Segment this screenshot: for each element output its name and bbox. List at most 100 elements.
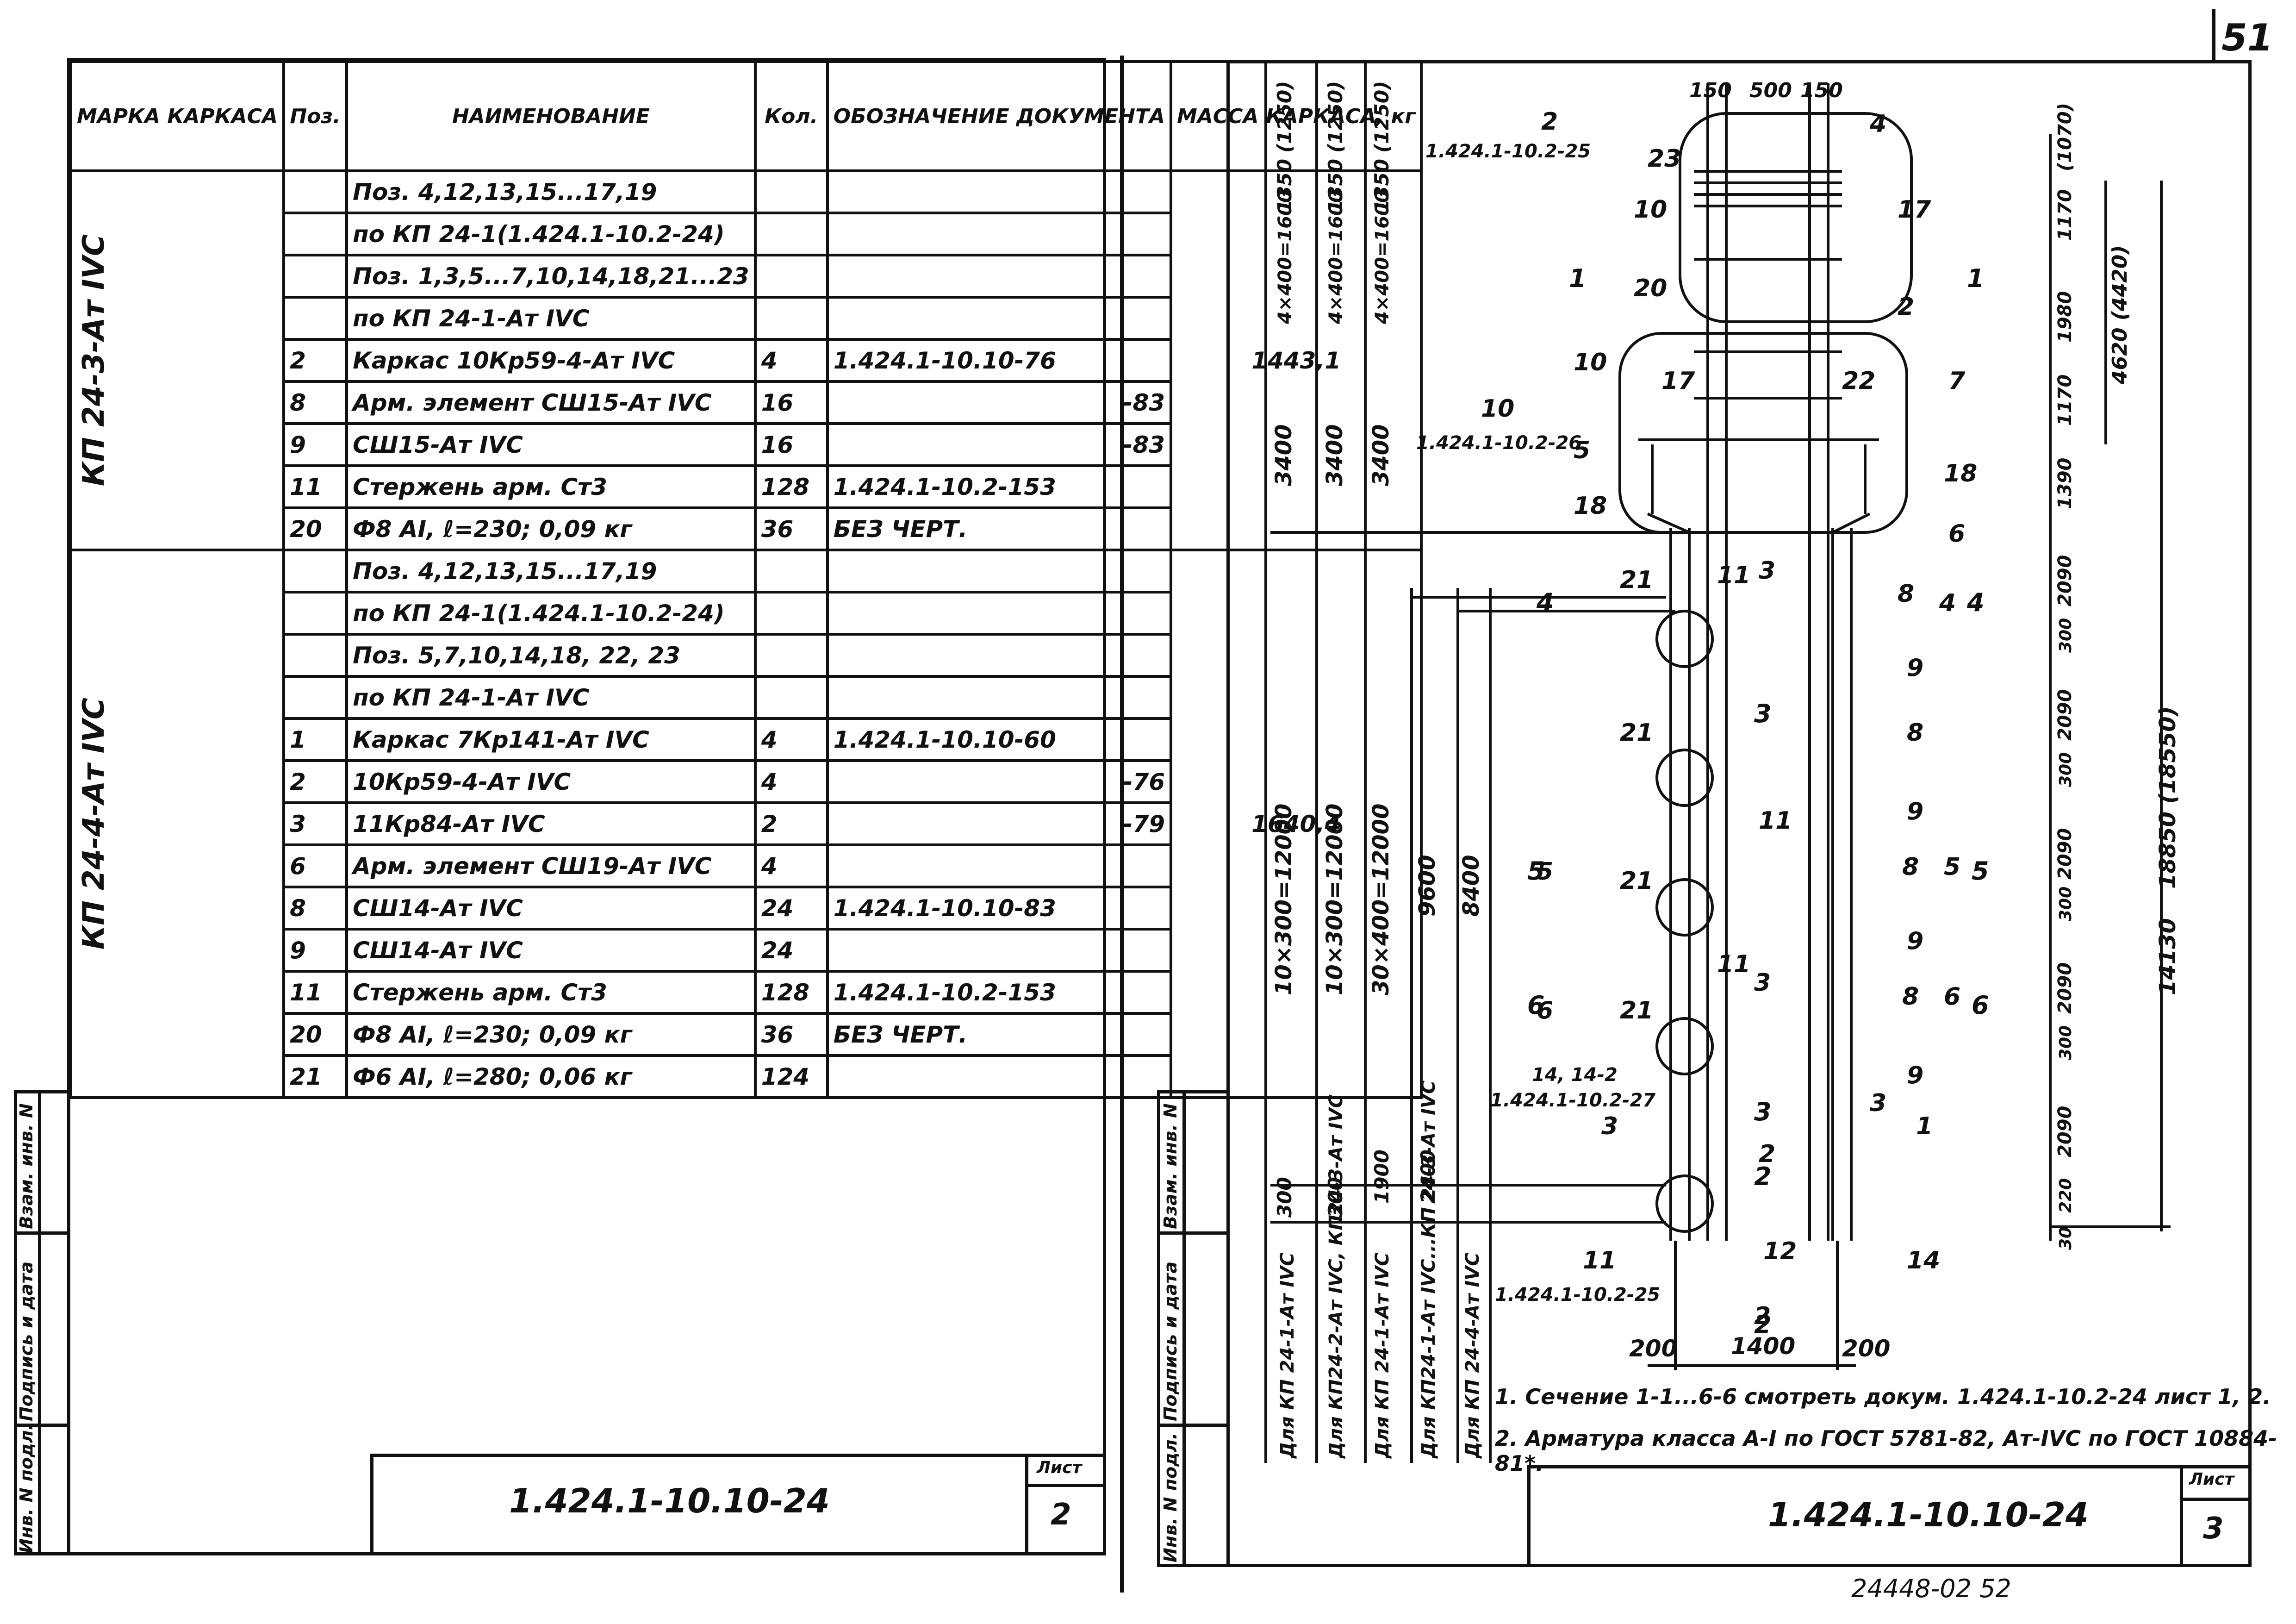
- right-dim-3: 1980: [2054, 291, 2076, 343]
- callout-14: 1.424.1-10.2-26: [1416, 432, 1581, 454]
- cell-doc: [826, 1054, 1173, 1099]
- callout-42: 9: [1907, 1062, 1923, 1089]
- cell-qty: 128: [753, 970, 829, 1015]
- cell-pos: [282, 212, 348, 256]
- section-mark-3: 4: [1536, 588, 1554, 617]
- right-title-code: 1.424.1-10.10-24: [1768, 1495, 2089, 1534]
- callout-4: 4: [1869, 110, 1886, 138]
- page-number: 51: [2221, 16, 2273, 59]
- callout-8: 2: [1898, 293, 1914, 321]
- cell-qty: 16: [753, 422, 829, 467]
- cell-pos: 9: [282, 422, 348, 467]
- header-doc: ОБОЗНАЧЕНИЕ ДОКУМЕНТА: [826, 60, 1173, 172]
- right-dim-1: (1070): [2054, 103, 2076, 171]
- right-dim-14: 2090: [2054, 1106, 2076, 1157]
- cell-doc: [826, 928, 1173, 973]
- cell-doc: 1.424.1-10.10-60: [826, 717, 1173, 762]
- top-dim-2: 500: [1749, 79, 1792, 102]
- cell-name: Ф8 AI, ℓ=230; 0,09 кг: [345, 1012, 757, 1057]
- callout-30: 21: [1620, 867, 1653, 895]
- callout-12: 7: [1948, 367, 1966, 395]
- cell-name: СШ14-Ат IVС: [345, 928, 757, 973]
- table-row: Поз. 1,3,5...7,10,14,18,21...23: [71, 254, 1421, 299]
- applicability-4: Для КП24-1-Ат IVС...КП 24-3-Ат IVС: [1418, 1081, 1439, 1459]
- cell-name: 10Кр59-4-Ат IVС: [345, 759, 757, 804]
- cell-qty: 124: [753, 1054, 829, 1099]
- cell-qty: 36: [753, 506, 829, 551]
- cell-qty: 24: [753, 886, 829, 931]
- cell-pos: 21: [282, 1054, 348, 1099]
- cell-name: по КП 24-1-Ат IVС: [345, 675, 757, 720]
- right-dim-15: 30: [2056, 1227, 2075, 1250]
- cell-doc: -83: [826, 380, 1173, 425]
- left-side-stamp: [14, 1090, 70, 1555]
- cell-name: Поз. 4,12,13,15...17,19: [345, 549, 757, 593]
- callout-33: 9: [1907, 927, 1923, 955]
- cell-qty: 16: [753, 380, 829, 425]
- cell-pos: 11: [282, 464, 348, 509]
- callout-15: 5: [1574, 437, 1590, 464]
- callout-1: 2: [1541, 108, 1558, 136]
- cell-doc: [826, 254, 1173, 299]
- cell-doc: 1.424.1-10.10-83: [826, 886, 1173, 931]
- callout-22: 8: [1898, 580, 1914, 608]
- cell-pos: 20: [282, 1012, 348, 1057]
- applicability-2: Для КП24-2-Ат IVС, КП24-3-Ат IVС: [1325, 1094, 1347, 1459]
- callout-18: 6: [1948, 520, 1965, 548]
- callout-45: 1: [1916, 1112, 1933, 1140]
- cell-doc: [826, 591, 1173, 636]
- callout-16: 18: [1574, 492, 1607, 520]
- cell-pos: [282, 296, 348, 341]
- callout-23: 4: [1939, 589, 1956, 617]
- cell-doc: [826, 843, 1173, 888]
- cell-name: по КП 24-1-Ат IVС: [345, 296, 757, 341]
- section-marks: 1 1 4 4 5 5 6 6 3 3 2 2: [1527, 264, 1989, 1339]
- cell-pos: 9: [282, 928, 348, 973]
- bottom-dim-2: 1400: [1731, 1333, 1795, 1360]
- right-dim-8: 2090: [2054, 689, 2076, 741]
- cell-pos: [282, 675, 348, 720]
- cell-name: Стержень арм. Ст3: [345, 464, 757, 509]
- section-mark-11: 2: [1754, 1162, 1772, 1191]
- note-1: 1. Сечение 1-1...6-6 смотреть докум. 1.4…: [1495, 1384, 2271, 1409]
- table-row: по КП 24-1-Ат IVС: [71, 675, 1421, 720]
- callout-40: 14, 14-2: [1532, 1064, 1618, 1086]
- cell-doc: -79: [826, 801, 1173, 846]
- bottom-dim-1: 200: [1629, 1335, 1677, 1362]
- callout-10: 17: [1661, 367, 1695, 395]
- left-dim-c1-5: 10×300=12000: [1271, 804, 1297, 995]
- callout-11: 22: [1842, 367, 1875, 395]
- right-dim-4: 1170: [2054, 375, 2076, 426]
- left-dim-c2-5: 10×300=12000: [1322, 804, 1348, 995]
- cell-qty: 4: [753, 717, 829, 762]
- cell-name: Ф8 AI, ℓ=230; 0,09 кг: [345, 506, 757, 551]
- callout-34: 6: [1537, 997, 1553, 1024]
- left-dim-c3-5: 30×400=12000: [1368, 804, 1394, 995]
- cell-doc: [826, 296, 1173, 341]
- cell-doc: -76: [826, 759, 1173, 804]
- left-dim-c1-6: 300: [1273, 1177, 1296, 1218]
- cell-doc: [826, 675, 1173, 720]
- callout-50: 2: [1754, 1302, 1771, 1330]
- top-dim-1: 150: [1689, 79, 1732, 102]
- callout-43: 3: [1601, 1112, 1618, 1140]
- right-dim-7: 300: [2056, 618, 2075, 653]
- callout-28: 11: [1759, 807, 1792, 835]
- cell-pos: 3: [282, 801, 348, 846]
- callout-2: 1.424.1-10.2-25: [1425, 141, 1591, 162]
- left-sheet-label: Лист: [1037, 1458, 1082, 1477]
- left-dim-c4-2: 2400: [1417, 1149, 1439, 1204]
- cell-qty: [753, 169, 829, 214]
- left-dim-c1-1: (1250): [1273, 81, 1296, 153]
- callout-5: 10: [1634, 196, 1667, 224]
- right-sheet-number: 3: [2203, 1512, 2224, 1546]
- right-dim-10: 2090: [2054, 828, 2076, 880]
- left-dim-c2-6: 300: [1324, 1177, 1347, 1218]
- applicability-3: Для КП 24-1-Ат IVС: [1372, 1252, 1393, 1459]
- table-row: по КП 24-1(1.424.1-10.2-24): [71, 212, 1421, 256]
- right-dim-16: 220: [2056, 1178, 2075, 1213]
